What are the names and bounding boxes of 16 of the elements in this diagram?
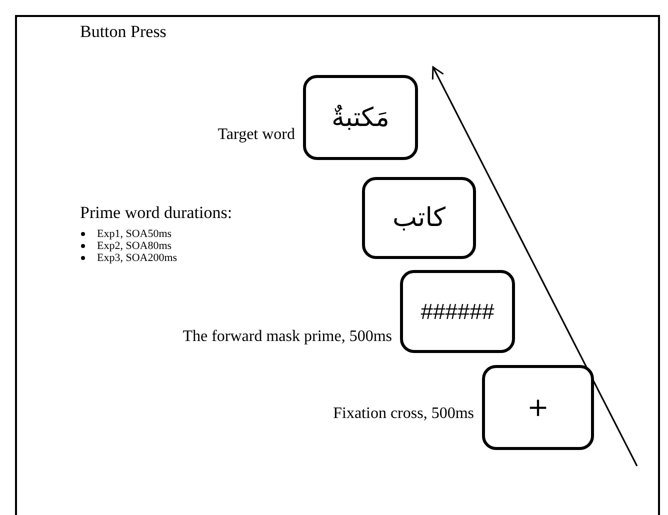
mask-box [400, 270, 515, 353]
stage-label: Target word [218, 126, 295, 144]
response-label: Button Press [80, 22, 166, 42]
bullet-item: Exp3, SOA200ms [97, 252, 178, 264]
bullet-item: Exp1, SOA50ms [97, 228, 172, 240]
stage-label: The forward mask prime, 500ms [182, 328, 392, 346]
stimulus-text: مَكتبةٌ [332, 102, 390, 132]
stimulus-text: كاتب [392, 203, 446, 233]
word-box [303, 75, 418, 160]
stage-label: Fixation cross, 500ms [333, 405, 474, 423]
word-box [362, 177, 476, 259]
bullet-item: Exp2, SOA80ms [97, 240, 172, 252]
fixation-box [482, 365, 594, 450]
list-heading: Prime word durations: [80, 203, 232, 223]
stimulus-text: ###### [420, 298, 494, 324]
stimulus-text: + [527, 392, 549, 422]
